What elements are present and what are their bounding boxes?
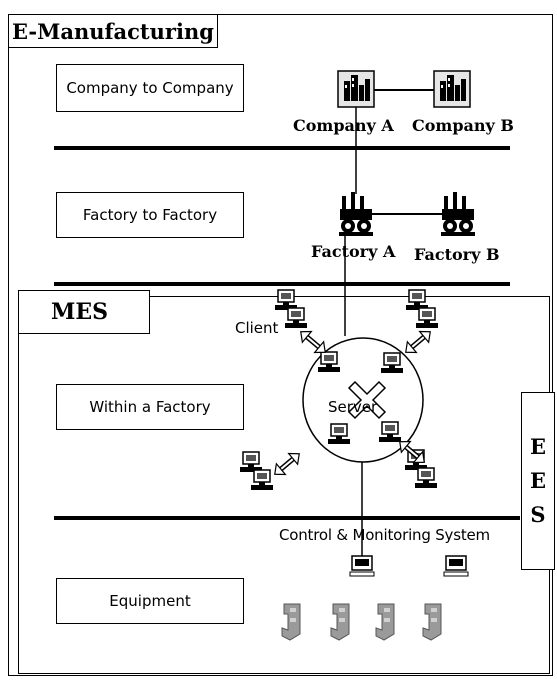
company-a-label: Company A — [293, 116, 394, 135]
ring-computer-icon — [318, 352, 340, 372]
factory-a-icon — [339, 192, 373, 236]
server-label-text: Server — [328, 398, 377, 416]
control-monitoring-label: Control & Monitoring System — [279, 526, 490, 544]
factory-a-label: Factory A — [311, 242, 395, 261]
equipment-machine-icon — [376, 604, 394, 640]
ring-computer-icon — [328, 424, 350, 444]
client-computer-icon — [415, 468, 437, 488]
client-computer-icon — [406, 290, 428, 310]
client-computer-icon — [240, 452, 262, 472]
factory-b-label: Factory B — [414, 245, 499, 264]
equipment-machine-icon — [423, 604, 441, 640]
company-a-label-text: Company A — [293, 116, 394, 135]
client-computer-icon — [416, 308, 438, 328]
factory-b-label-text: Factory B — [414, 245, 499, 264]
factory-b-icon — [441, 192, 475, 236]
company-b-building-icon — [434, 71, 470, 107]
client-link-arrow — [270, 448, 304, 479]
ring-computer-icon — [381, 353, 403, 373]
client-label-text: Client — [235, 319, 278, 337]
equipment-machine-icon — [282, 604, 300, 640]
client-computer-icon — [251, 470, 273, 490]
server-label: Server — [328, 398, 377, 416]
company-a-building-icon — [338, 71, 374, 107]
control-terminal-icon — [444, 556, 468, 576]
client-link-arrow — [401, 326, 435, 357]
control-monitoring-label-text: Control & Monitoring System — [279, 526, 490, 544]
equipment-machine-icon — [331, 604, 349, 640]
ring-computer-icon — [379, 422, 401, 442]
company-b-label-text: Company B — [412, 116, 514, 135]
control-terminal-icon — [350, 556, 374, 576]
client-computer-icon — [275, 290, 297, 310]
client-label: Client — [235, 319, 278, 337]
factory-a-label-text: Factory A — [311, 242, 395, 261]
company-b-label: Company B — [412, 116, 514, 135]
client-computer-icon — [285, 308, 307, 328]
